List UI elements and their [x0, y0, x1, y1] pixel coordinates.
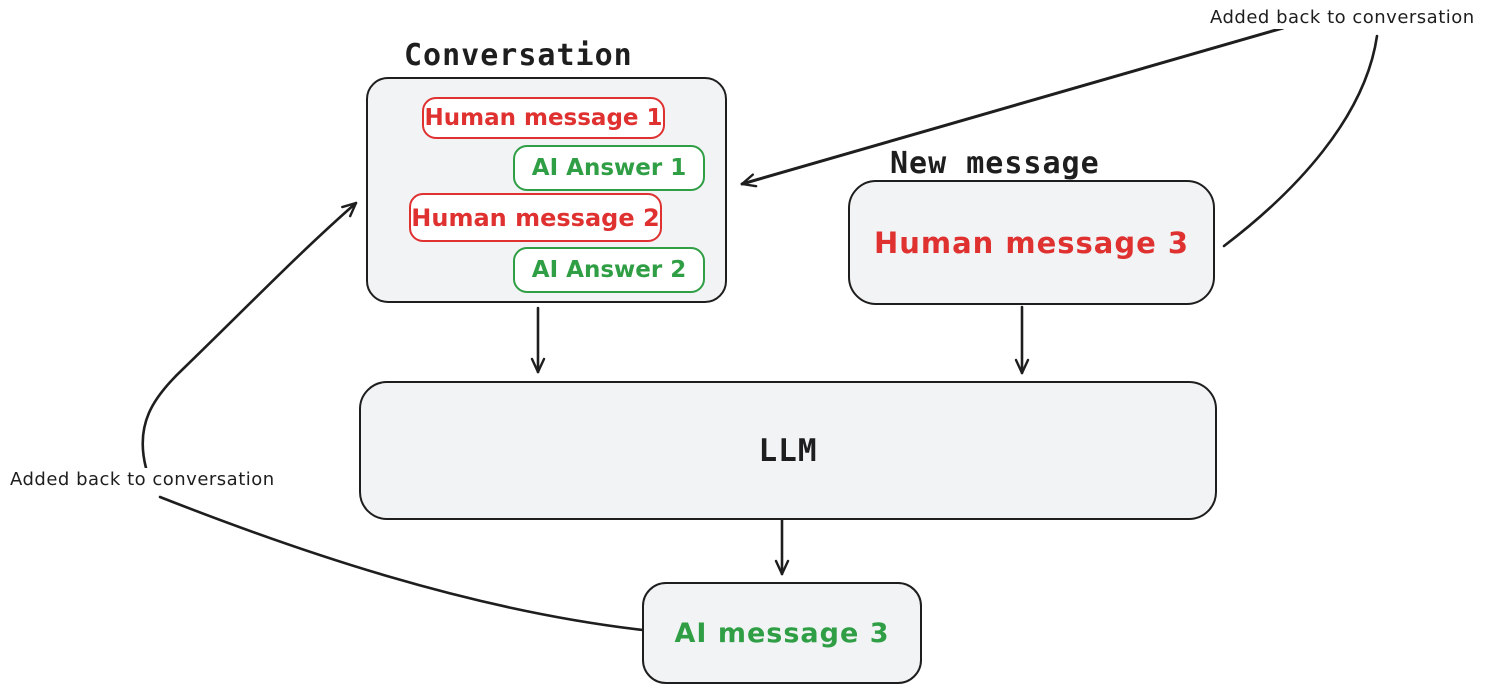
message-pill-human-2: Human message 2: [409, 193, 662, 242]
message-pill-label: Human message 1: [424, 105, 663, 131]
message-pill-ai-answer-2: AI Answer 2: [513, 247, 705, 293]
human-message-3-text: Human message 3: [873, 225, 1190, 260]
message-pill-ai-answer-1: AI Answer 1: [513, 145, 705, 191]
message-pill-human-1: Human message 1: [422, 97, 665, 139]
message-pill-label: AI Answer 2: [531, 257, 687, 283]
added-back-label-right: Added back to conversation: [1206, 6, 1479, 29]
message-pill-label: AI Answer 1: [531, 155, 687, 181]
added-back-label-left: Added back to conversation: [6, 468, 279, 491]
llm-box: LLM: [359, 381, 1217, 520]
message-pill-label: Human message 2: [411, 203, 660, 232]
ai-message-box: AI message 3: [642, 582, 922, 684]
arrow-added-back-to-conversation-left: [141, 201, 358, 470]
new-message-title: New message: [890, 146, 1100, 181]
new-message-box: Human message 3: [848, 180, 1215, 305]
conversation-title: Conversation: [404, 38, 633, 73]
curve-new-message-to-added-back-label: [1222, 34, 1379, 248]
ai-message-label: AI message 3: [674, 617, 890, 649]
llm-label: LLM: [758, 432, 818, 469]
